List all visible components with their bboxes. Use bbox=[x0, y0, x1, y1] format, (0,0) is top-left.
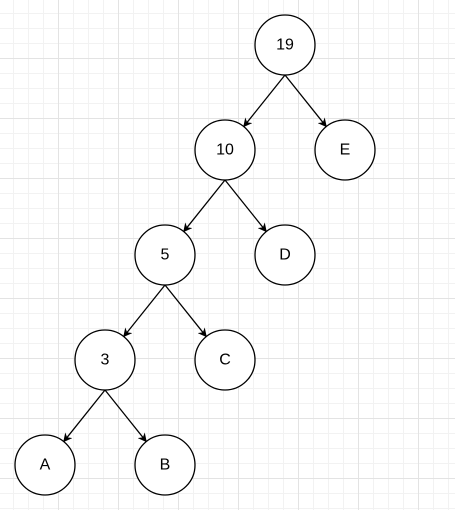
node-circle-nB[interactable] bbox=[134, 434, 196, 496]
tree-node-n5[interactable]: 5 bbox=[134, 224, 196, 286]
node-label-nA: A bbox=[40, 457, 51, 474]
node-label-nB: B bbox=[160, 457, 171, 474]
edge-n5-nC-arrow bbox=[164, 284, 207, 338]
node-label-nE: E bbox=[340, 142, 351, 159]
tree-node-nB[interactable]: B bbox=[134, 434, 196, 496]
edge-n19-nE-arrow bbox=[284, 74, 327, 128]
node-circle-nE[interactable] bbox=[314, 119, 376, 181]
node-label-n5: 5 bbox=[161, 247, 170, 264]
edges-layer bbox=[63, 74, 327, 443]
edge-n3-nA-arrow bbox=[63, 389, 106, 443]
node-label-n19: 19 bbox=[276, 37, 294, 54]
node-label-nD: D bbox=[279, 247, 291, 264]
node-circle-n10[interactable] bbox=[194, 119, 256, 181]
edge-n10-nD-arrow bbox=[224, 179, 267, 233]
edge-n3-nB-arrow bbox=[104, 389, 147, 443]
node-circle-n3[interactable] bbox=[74, 329, 136, 391]
node-circle-nD[interactable] bbox=[254, 224, 316, 286]
tree-node-n3[interactable]: 3 bbox=[74, 329, 136, 391]
tree-node-nC[interactable]: C bbox=[194, 329, 256, 391]
node-circle-n5[interactable] bbox=[134, 224, 196, 286]
node-label-n10: 10 bbox=[216, 142, 234, 159]
edge-n19-n10-arrow bbox=[243, 74, 286, 128]
node-label-n3: 3 bbox=[101, 352, 110, 369]
node-label-nC: C bbox=[219, 352, 231, 369]
edge-n5-n3-arrow bbox=[123, 284, 166, 338]
tree-node-nE[interactable]: E bbox=[314, 119, 376, 181]
tree-node-n10[interactable]: 10 bbox=[194, 119, 256, 181]
nodes-layer: 19 10 E 5 D 3 C A B bbox=[14, 14, 376, 496]
edge-n10-n5-arrow bbox=[183, 179, 226, 233]
tree-node-n19[interactable]: 19 bbox=[254, 14, 316, 76]
tree-node-nD[interactable]: D bbox=[254, 224, 316, 286]
tree-node-nA[interactable]: A bbox=[14, 434, 76, 496]
node-circle-nC[interactable] bbox=[194, 329, 256, 391]
node-circle-n19[interactable] bbox=[254, 14, 316, 76]
node-circle-nA[interactable] bbox=[14, 434, 76, 496]
